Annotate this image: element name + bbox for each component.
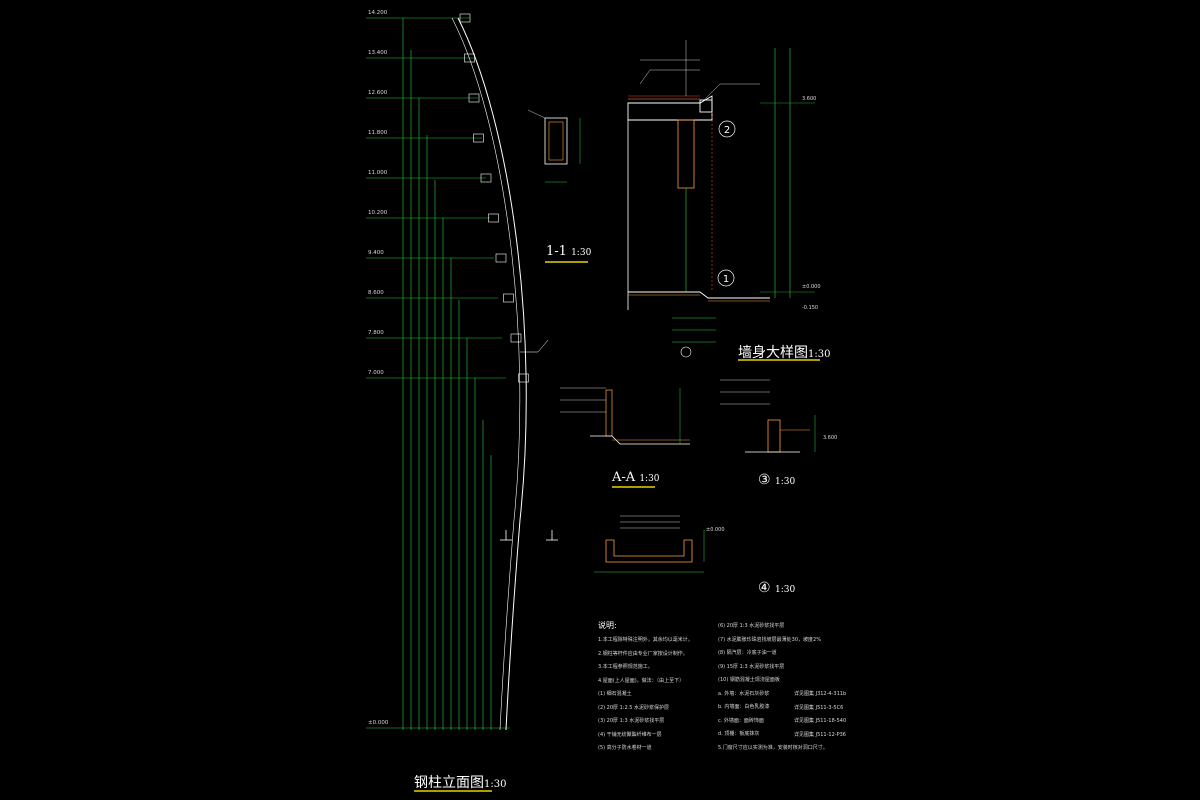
elevation-level-label: 11.800 (368, 130, 388, 136)
elevation-level-label: 7.800 (368, 330, 384, 336)
note-line: (4) 干铺无纺聚酯纤维布一层 (598, 731, 662, 738)
note-line: a. 外墙：水泥石灰砂浆 (718, 690, 770, 697)
note-reference: 详见图集 J511-3-5C6 (794, 704, 844, 711)
note-line: (6) 20厚 1:3 水泥砂浆找平层 (718, 623, 785, 629)
note-line: (9) 15厚 1:3 水泥砂浆找平层 (718, 663, 785, 670)
elevation-level-label: 9.400 (368, 250, 384, 256)
elevation-level-label: 14.200 (368, 10, 388, 16)
wall-detail-section: 2 1 (627, 40, 815, 358)
title-detail-4: ④ 1:30 (758, 580, 796, 596)
note-reference: 详见图集 J511-18-540 (794, 718, 847, 724)
elevation-level-label: 8.600 (368, 290, 384, 296)
note-line: 3.本工程参照规范施工。 (598, 664, 653, 670)
elevation-level-label: 13.400 (368, 50, 388, 56)
notes-title: 说明: (598, 621, 617, 630)
note-line: 5.门窗尺寸应以实测为准，安装时核对洞口尺寸。 (718, 744, 828, 751)
note-line: (10) 钢筋混凝土现浇屋面板 (718, 677, 780, 683)
elevation-level-label: ±0.000 (368, 720, 389, 726)
wall-level-bottom: -0.150 (802, 305, 819, 311)
note-line: 1.本工程除特殊注明外，其余均以毫米计。 (598, 637, 693, 643)
note-line: (3) 20厚 1:3 水泥砂浆找平层 (598, 718, 665, 724)
vertical-dimension-lines (402, 18, 492, 730)
title-column-elevation: 钢柱立面图1:30 (414, 775, 507, 791)
title-wall-detail: 墙身大样图1:30 (738, 345, 831, 361)
note-line: (7) 水泥膨胀珍珠岩找坡层最薄处30，坡度2% (718, 636, 821, 643)
detail-3 (720, 379, 816, 453)
curved-steel-column (457, 17, 527, 731)
detail-4-level: ±0.000 (706, 527, 725, 533)
title-section-1-1: 1-1 1:30 (546, 244, 592, 259)
elevation-level-label: 12.600 (368, 90, 388, 96)
section-1-1-detail (527, 109, 581, 183)
note-line: b. 内墙面：白色乳胶漆 (718, 704, 770, 710)
title-detail-3: ③ 1:30 (758, 472, 796, 488)
note-line: c. 外墙面：面砖饰面 (718, 717, 764, 724)
detail-4 (594, 515, 705, 573)
note-line: (1) 细石混凝土 (598, 691, 632, 697)
detail-3-level: 3.600 (823, 435, 838, 441)
note-line: (2) 20厚 1:2.5 水泥砂浆保护层 (598, 704, 670, 711)
circle-mark-1: 1 (723, 274, 729, 285)
elevation-level-label: 7.000 (368, 370, 384, 376)
note-line: d. 顶棚：板底抹灰 (718, 731, 760, 737)
elevation-level-label: 10.200 (368, 210, 388, 216)
section-a-a-detail (560, 387, 690, 445)
elevation-level-label: 11.000 (368, 170, 388, 176)
elevation-levels (366, 17, 510, 729)
column-connectors (459, 13, 529, 383)
note-line: (8) 隔汽层：冷底子油一道 (718, 650, 777, 656)
circle-mark-2: 2 (724, 125, 730, 136)
steel-column-elevation (366, 13, 558, 731)
title-section-a-a: A-A 1:30 (612, 470, 660, 485)
note-reference: 详见图集 J312-4-311b (794, 691, 847, 697)
note-reference: 详见图集 J511-12-P36 (794, 731, 846, 738)
note-line: (5) 高分子防水卷材一道 (598, 745, 652, 751)
wall-level-top: 3.600 (802, 96, 817, 102)
note-line: 2.钢柱等杆件应由专业厂家按设计制作。 (598, 650, 688, 657)
wall-level-zero: ±0.000 (802, 284, 821, 290)
note-line: 4.屋面(上人屋面)，做法：（由上至下） (598, 677, 685, 684)
section-cut-mark (500, 530, 558, 541)
